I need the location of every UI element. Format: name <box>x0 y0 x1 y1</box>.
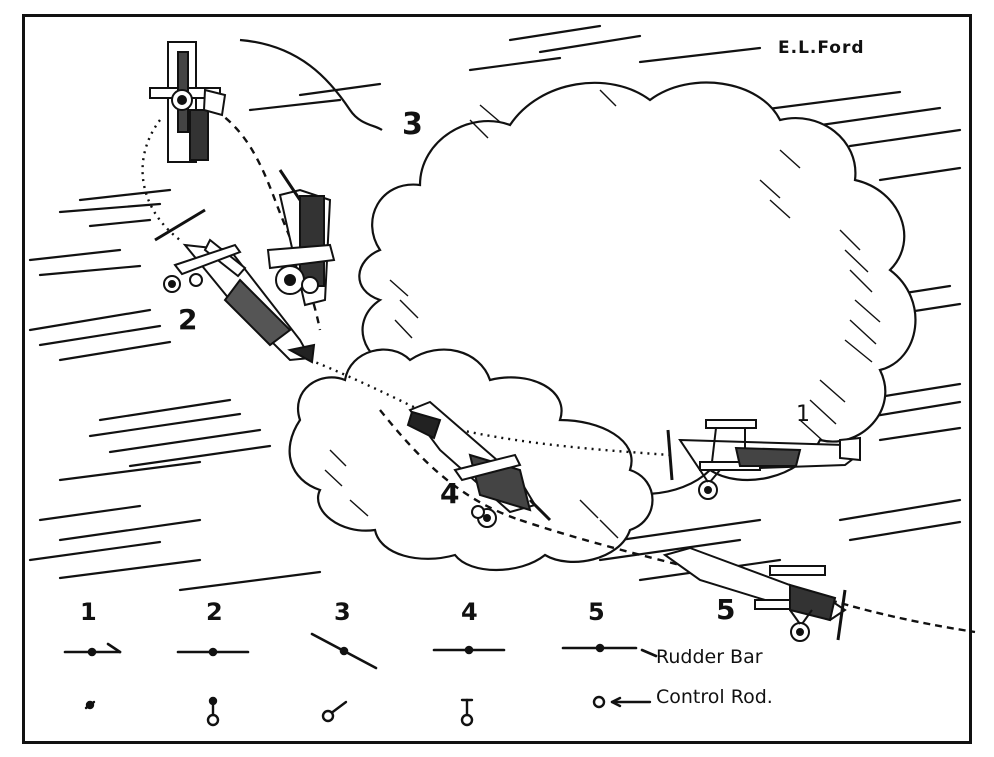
control-rod-1 <box>84 700 96 710</box>
airplane-5 <box>662 546 847 642</box>
control-rod-5 <box>592 695 606 709</box>
rudder-bar-3 <box>310 632 378 670</box>
legend-rudder-bars <box>63 632 658 670</box>
rudder-bar-5 <box>561 643 638 653</box>
figure-label-3: 3 <box>402 107 423 142</box>
rudder-bar-label: Rudder Bar <box>656 646 763 668</box>
picture-frame <box>22 14 972 744</box>
control-rod-2 <box>206 696 220 727</box>
rudder-bar-4 <box>432 645 506 655</box>
cloud-hatching <box>324 89 881 539</box>
figure-label-2: 2 <box>178 303 198 336</box>
legend-number-1: 1 <box>80 598 97 626</box>
figure-label-4: 4 <box>440 477 460 510</box>
wind-streaks <box>28 24 962 592</box>
legend-number-3: 3 <box>334 598 351 626</box>
artist-signature: E.L.Ford <box>778 38 865 58</box>
legend-number-2: 2 <box>206 598 223 626</box>
flight-path <box>141 38 976 634</box>
legend-control-rods <box>84 695 652 727</box>
legend-number-4: 4 <box>461 598 478 626</box>
control-rod-4 <box>460 698 474 727</box>
control-rod-label: Control Rod. <box>656 686 773 708</box>
airplane-1 <box>666 419 861 500</box>
figure-label-1: 1 <box>796 402 810 427</box>
airplane-4 <box>406 400 552 528</box>
airplane-3 <box>149 41 227 163</box>
control-rod-3 <box>321 700 348 723</box>
legend-number-5: 5 <box>588 598 605 626</box>
airplane-climbing <box>266 169 336 307</box>
airplane-2 <box>154 208 316 364</box>
figure-label-5: 5 <box>716 593 736 626</box>
rudder-bar-1 <box>63 642 122 657</box>
rudder-bar-2 <box>176 647 250 657</box>
